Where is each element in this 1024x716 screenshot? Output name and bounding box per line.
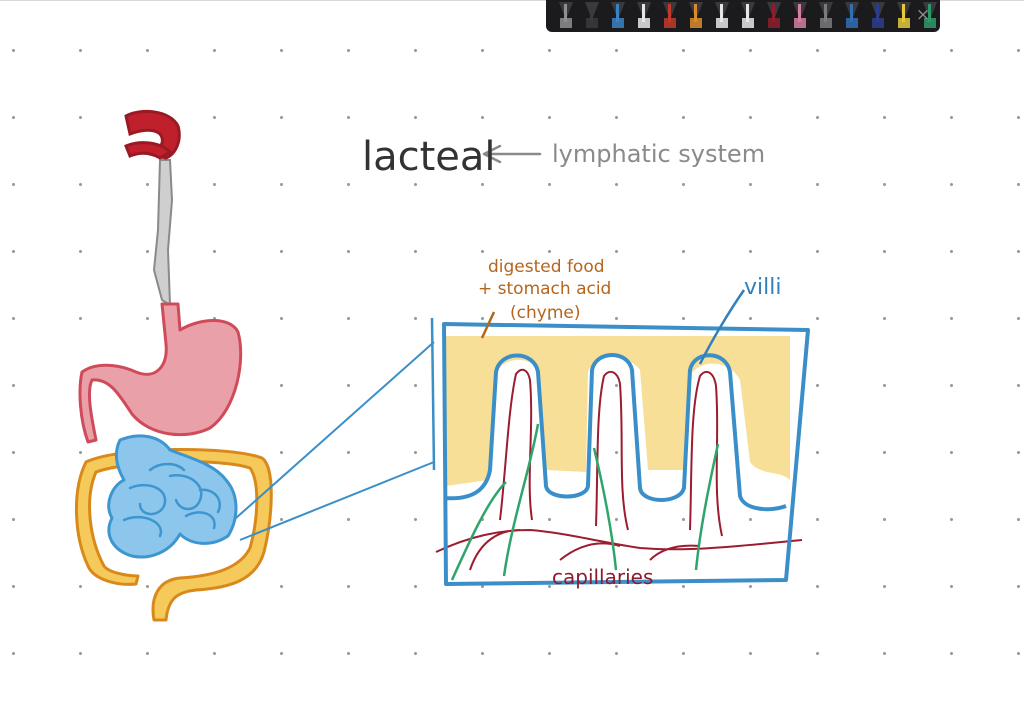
small-intestine bbox=[107, 434, 238, 559]
chyme-label: (chyme) bbox=[510, 303, 580, 323]
pharynx-lower bbox=[124, 141, 173, 160]
color-stripe bbox=[902, 4, 905, 22]
color-band bbox=[690, 18, 702, 28]
color-stripe bbox=[642, 4, 645, 22]
pen-gray2-tool[interactable] bbox=[814, 0, 838, 30]
color-band bbox=[716, 18, 728, 28]
color-band bbox=[664, 18, 676, 28]
color-band bbox=[846, 18, 858, 28]
color-stripe bbox=[616, 4, 619, 22]
color-band bbox=[586, 18, 598, 28]
color-stripe bbox=[876, 4, 879, 22]
color-stripe bbox=[746, 4, 749, 22]
color-band bbox=[638, 18, 650, 28]
color-band bbox=[560, 18, 572, 28]
zoom-box bbox=[442, 322, 810, 586]
tool-list bbox=[554, 0, 944, 30]
lasso-select-tool[interactable] bbox=[710, 0, 734, 30]
color-band bbox=[794, 18, 806, 28]
chyme-pointer bbox=[480, 311, 496, 339]
small-intestine-coils bbox=[122, 462, 221, 538]
drawing-toolbar: × bbox=[546, 0, 940, 32]
stomach-acid-label: + stomach acid bbox=[478, 279, 611, 299]
pen-gray-tool[interactable] bbox=[554, 0, 578, 30]
color-band bbox=[612, 18, 624, 28]
chyme-region bbox=[446, 336, 790, 486]
color-stripe bbox=[798, 4, 801, 22]
villi-diagram bbox=[435, 144, 810, 586]
large-intestine bbox=[74, 447, 273, 622]
esophagus bbox=[152, 159, 174, 307]
color-stripe bbox=[720, 4, 723, 22]
color-stripe bbox=[928, 4, 931, 22]
pen-orange-tool[interactable] bbox=[684, 0, 708, 30]
villi-label: villi bbox=[744, 275, 781, 300]
color-stripe bbox=[694, 4, 697, 22]
pen-yellow-tool[interactable] bbox=[892, 0, 916, 30]
color-band bbox=[768, 18, 780, 28]
capillaries-label: capillaries bbox=[552, 565, 653, 589]
color-band bbox=[820, 18, 832, 28]
digestive-system-drawing bbox=[74, 109, 273, 622]
lacteal-arrow bbox=[482, 144, 542, 164]
color-stripe bbox=[824, 4, 827, 22]
pen-dark-red-tool[interactable] bbox=[762, 0, 786, 30]
pen-red-tool[interactable] bbox=[658, 0, 682, 30]
top-border bbox=[0, 0, 1024, 1]
zoom-marker bbox=[430, 317, 436, 471]
villi-pointer bbox=[698, 289, 746, 365]
villi-outline bbox=[443, 353, 787, 512]
pen-navy-tool[interactable] bbox=[866, 0, 890, 30]
color-band bbox=[872, 18, 884, 28]
pen-blue-tool[interactable] bbox=[606, 0, 630, 30]
stomach bbox=[78, 302, 243, 444]
pen-green-tool[interactable] bbox=[918, 0, 942, 30]
color-band bbox=[924, 18, 936, 28]
pen-black-tool[interactable] bbox=[580, 0, 604, 30]
eraser-tool[interactable] bbox=[736, 0, 760, 30]
color-band bbox=[742, 18, 754, 28]
close-toolbar-button[interactable]: × bbox=[915, 5, 931, 25]
zoom-line-bottom bbox=[239, 461, 435, 541]
color-stripe bbox=[564, 4, 567, 22]
lacteal-label: lacteal bbox=[362, 134, 496, 180]
pen-white-tool[interactable] bbox=[632, 0, 656, 30]
color-stripe bbox=[850, 4, 853, 22]
zoom-line-top bbox=[235, 341, 435, 519]
capillary-network bbox=[435, 368, 803, 571]
color-stripe bbox=[590, 4, 593, 22]
color-stripe bbox=[772, 4, 775, 22]
color-band bbox=[898, 18, 910, 28]
digested-food-label: digested food bbox=[488, 257, 605, 277]
lacteal-vessels bbox=[450, 423, 720, 581]
lymphatic-system-label: lymphatic system bbox=[552, 140, 765, 168]
color-stripe bbox=[668, 4, 671, 22]
pen-blue2-tool[interactable] bbox=[840, 0, 864, 30]
pen-pink-tool[interactable] bbox=[788, 0, 812, 30]
